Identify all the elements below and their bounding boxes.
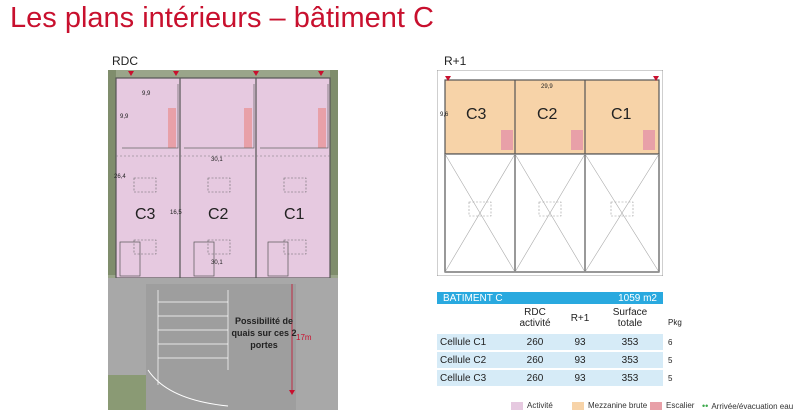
- col-rdc-activite: RDC activité: [519, 307, 551, 329]
- table-title: BATIMENT C: [443, 292, 503, 304]
- rdc-dim-height-inner: 16,5: [170, 210, 182, 216]
- water-dots-icon: ••: [702, 401, 709, 411]
- legend-swatch: [650, 401, 662, 410]
- legend-eau: •• Arrivée/évacuation eau: [702, 401, 794, 411]
- rdc-cell-c1: C1: [284, 206, 305, 223]
- page-title: Les plans intérieurs – bâtiment C: [10, 2, 434, 34]
- table-total: 1059 m2: [618, 292, 657, 304]
- r1-cell-c3: C3: [466, 106, 487, 123]
- legend-escalier: Escalier: [650, 401, 694, 410]
- quay-note: Possibilité de quais sur ces 2 portes: [231, 316, 297, 350]
- rdc-dim-width-small: 9,9: [142, 91, 151, 97]
- legend-activite: Activité: [511, 401, 553, 410]
- r1-label: R+1: [444, 54, 467, 68]
- r1-cell-c1: C1: [611, 106, 632, 123]
- rdc-label: RDC: [112, 54, 138, 68]
- distance-label: 17m: [296, 333, 312, 342]
- rdc-dim-height-small: 9,9: [120, 114, 129, 120]
- rdc-dim-width-bottom: 30,1: [211, 260, 223, 266]
- r1-dim-height: 9,6: [440, 112, 449, 118]
- rdc-cell-c3: C3: [135, 206, 156, 223]
- r1-plan-drawing: [436, 69, 664, 277]
- r1-plan: C3 C2 C1 29,9 9,6: [436, 69, 664, 277]
- r1-dim-width: 29,9: [541, 84, 553, 90]
- rdc-plan-drawing: [108, 70, 338, 410]
- legend-swatch: [511, 401, 523, 410]
- table-row: Cellule C2 260 93 353: [437, 352, 663, 368]
- legend-mezzanine: Mezzanine brute: [572, 401, 647, 410]
- r1-cell-c2: C2: [537, 106, 558, 123]
- pkg-header: Pkg: [668, 318, 682, 327]
- col-r1: R+1: [570, 312, 590, 324]
- col-surface-totale: Surface totale: [612, 307, 648, 329]
- table-column-headers: RDC activité R+1 Surface totale: [437, 304, 663, 332]
- rdc-plan: C3 C2 C1 9,9 9,9 30,1 26,4 16,5 30,1: [108, 70, 338, 410]
- table-row: Cellule C3 260 93 353: [437, 370, 663, 386]
- pkg-c2: 5: [668, 356, 673, 365]
- pkg-c3: 5: [668, 374, 673, 383]
- surface-table: BATIMENT C 1059 m2 RDC activité R+1 Surf…: [437, 292, 663, 386]
- table-header: BATIMENT C 1059 m2: [437, 292, 663, 304]
- legend-swatch: [572, 401, 584, 410]
- rdc-dim-height-total: 26,4: [114, 174, 126, 180]
- table-row: Cellule C1 260 93 353: [437, 334, 663, 350]
- pkg-c1: 6: [668, 338, 673, 347]
- rdc-dim-width-mid: 30,1: [211, 157, 223, 163]
- rdc-cell-c2: C2: [208, 206, 229, 223]
